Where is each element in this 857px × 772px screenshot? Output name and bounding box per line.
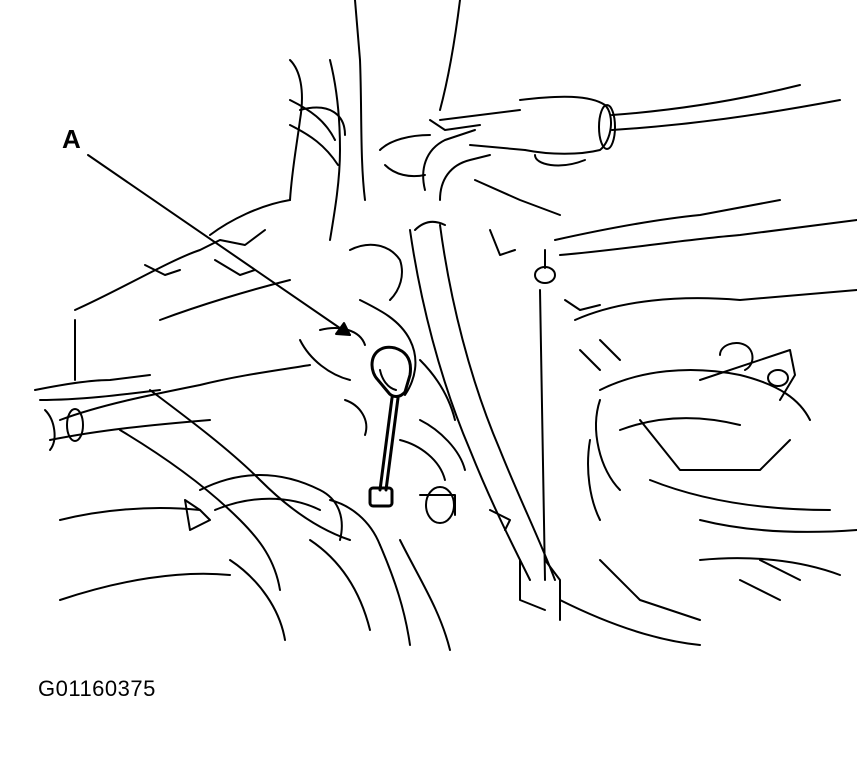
callout-leader bbox=[88, 155, 350, 335]
radiator-hose bbox=[380, 130, 560, 620]
callout-label-a: A bbox=[62, 124, 81, 154]
center-components bbox=[300, 245, 465, 523]
figure-id: G01160375 bbox=[38, 676, 156, 701]
dipstick bbox=[370, 347, 410, 506]
left-bracket bbox=[35, 200, 310, 450]
line-drawing bbox=[0, 0, 857, 700]
upper-left-duct bbox=[290, 0, 460, 240]
intake-hose bbox=[60, 390, 450, 650]
upper-right-cable bbox=[430, 85, 840, 165]
right-panel bbox=[475, 180, 857, 645]
